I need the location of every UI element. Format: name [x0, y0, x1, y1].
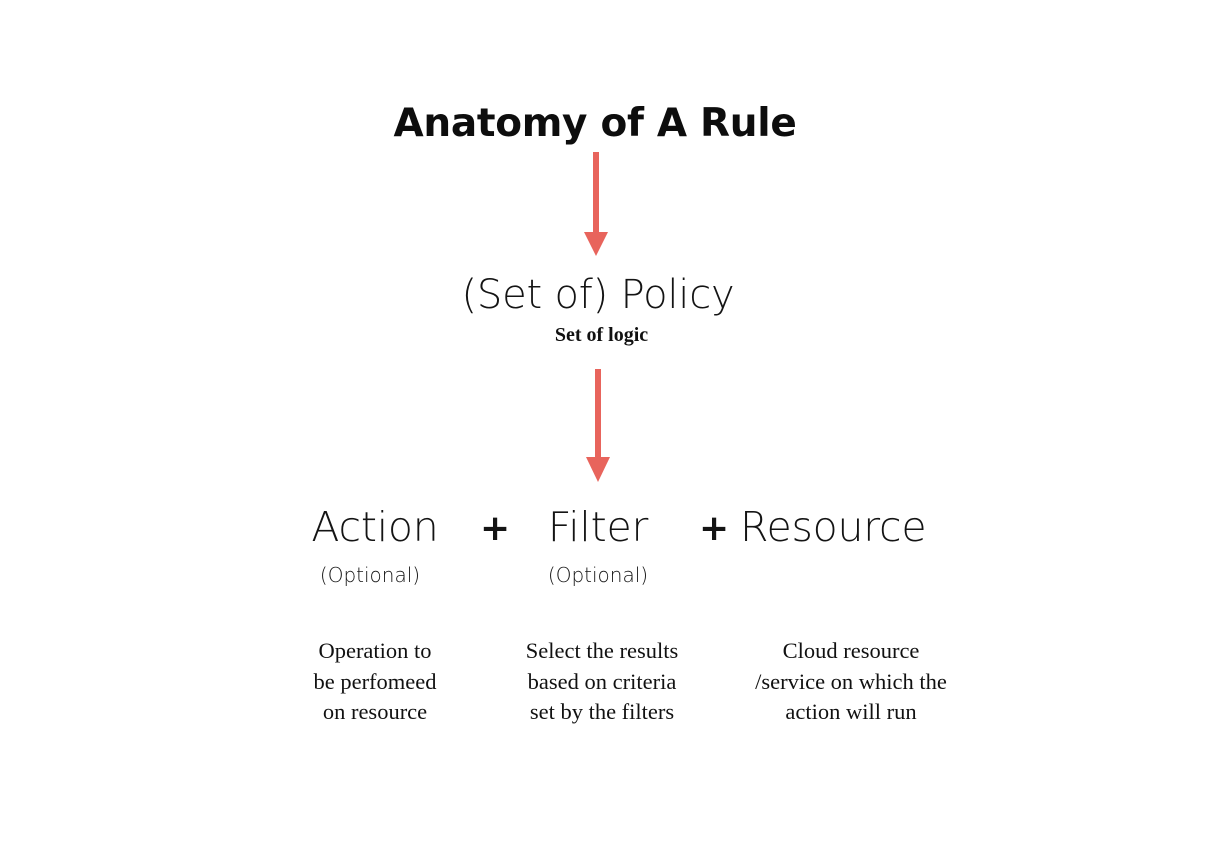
description-line: Cloud resource [782, 638, 920, 663]
description-line: Select the results [525, 638, 679, 663]
component-term-filter: Filter [547, 503, 649, 551]
description-line: on resource [322, 699, 428, 724]
components-row: Action + Filter + Resource [0, 500, 1216, 560]
description-line: Operation to [318, 638, 432, 663]
arrow-title-to-policy [584, 152, 608, 256]
page-title: Anatomy of A Rule [393, 101, 797, 146]
operator-plus-first: + [480, 508, 511, 549]
component-description-filter: Select the results based on criteria set… [492, 636, 712, 728]
description-line: be perfomeed [313, 668, 437, 694]
component-term-action: Action [311, 503, 439, 551]
component-optional-filter: (Optional) [547, 563, 649, 587]
policy-sublabel: Set of logic [554, 324, 649, 346]
description-line: set by the filters [529, 699, 675, 724]
description-line: /service on which the [755, 668, 947, 694]
operator-plus-second: + [699, 508, 730, 549]
description-line: action will run [785, 699, 917, 724]
component-description-resource: Cloud resource /service on which the act… [725, 636, 977, 728]
arrow-policy-to-components [586, 369, 610, 482]
component-description-action: Operation to be perfomeed on resource [275, 636, 475, 728]
component-term-resource: Resource [740, 503, 927, 551]
policy-label: (Set of) Policy [461, 272, 735, 318]
component-optional-action: (Optional) [319, 563, 421, 587]
description-line: based on criteria [527, 668, 677, 694]
